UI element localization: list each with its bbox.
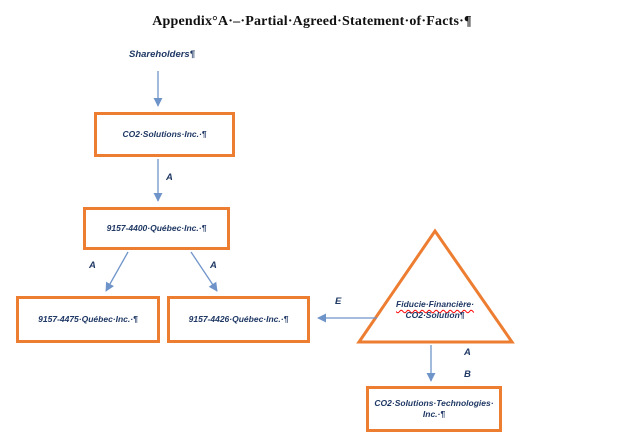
box-9157-4426-quebec-inc: 9157-4426·Québec·Inc.·¶ [167,296,310,343]
box-co2-tech-label: CO2·Solutions·Technologies· Inc.·¶ [374,398,493,421]
box-9157-4400-label: 9157-4400·Québec·Inc.·¶ [106,222,207,233]
box-9157-4475-label: 9157-4475·Québec·Inc.·¶ [38,313,138,324]
triangle-label-line2: CO2·Solution¶ [405,310,465,321]
box-9157-4475-quebec-inc: 9157-4475·Québec·Inc.·¶ [16,296,160,343]
box-co2-solutions-inc-label: CO2·Solutions·Inc.·¶ [122,128,207,139]
triangle-label: Fiducie·Financière· CO2·Solution¶ [377,299,493,322]
edge-label-trust-to-4426: E [335,296,342,307]
triangle-fiducie-financiere [356,228,515,344]
triangle-label-line1: Fiducie·Financière· [396,299,474,309]
arrow-4400-to-4426 [190,251,218,292]
box-co2-solutions-inc: CO2·Solutions·Inc.·¶ [94,112,235,157]
edge-label-trust-to-tech-a: A [464,347,471,358]
box-co2-tech-label-line2: Inc.·¶ [422,409,446,419]
edge-label-4400-to-4426: A [210,260,217,271]
arrow-4400-to-4475 [105,251,129,292]
document-title: Appendix°A·–·Partial·Agreed·Statement·of… [152,14,472,29]
edge-label-trust-to-tech-b: B [464,369,471,380]
shareholders-label: Shareholders¶ [129,49,195,60]
box-9157-4400-quebec-inc: 9157-4400·Québec·Inc.·¶ [83,207,230,250]
box-co2-tech-label-line1: CO2·Solutions·Technologies· [374,397,494,408]
box-9157-4426-label: 9157-4426·Québec·Inc.·¶ [188,313,289,324]
box-co2-solutions-technologies-inc: CO2·Solutions·Technologies· Inc.·¶ [366,386,502,432]
edge-label-co2-to-4400: A [166,172,173,183]
edge-label-4400-to-4475: A [89,260,96,271]
